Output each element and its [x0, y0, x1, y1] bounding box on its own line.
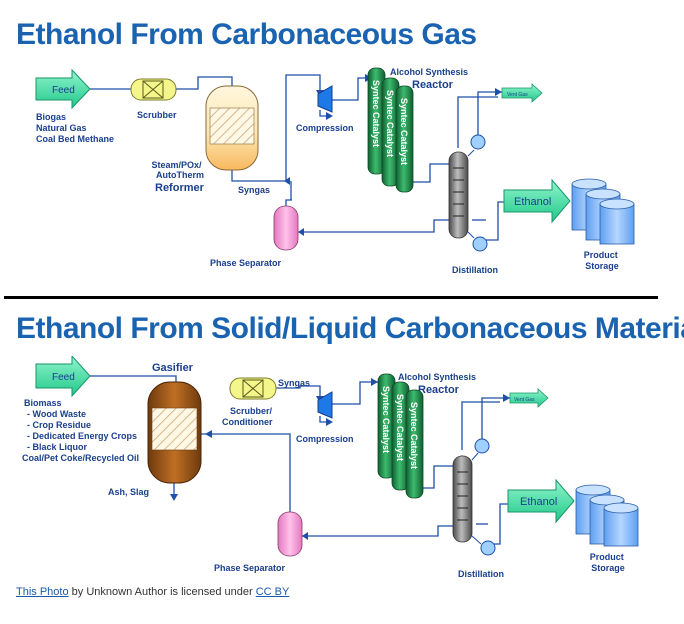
section2-title: Ethanol From Solid/Liquid Carbonaceous M…: [16, 312, 684, 345]
section1-title: Ethanol From Carbonaceous Gas: [16, 18, 477, 51]
phase-separator-vessel: [273, 205, 299, 251]
vent-gas-arrow: Vent Gas: [501, 83, 543, 103]
feed-source: - Dedicated Energy Crops: [27, 431, 137, 441]
feed-label: Feed: [52, 85, 75, 96]
scrubber-unit: [229, 377, 277, 400]
reformer-type-line: Steam/POx/: [151, 160, 202, 170]
compression-label: Compression: [296, 123, 354, 133]
alcohol-synthesis-label: Alcohol Synthesis: [390, 67, 468, 77]
distillation-column: [452, 438, 496, 556]
distillation-label: Distillation: [458, 569, 504, 579]
reformer-type-label: Steam/POx/ AutoTherm: [151, 160, 204, 180]
ash-slag-label: Ash, Slag: [108, 487, 149, 497]
reactor-catalyst-beds: Syntec Catalyst Syntec Catalyst Syntec C…: [377, 373, 424, 499]
reactor-label: Reactor: [412, 79, 454, 91]
ethanol-label: Ethanol: [520, 496, 557, 508]
vent-gas-label: Vent Gas: [507, 92, 528, 98]
scrubber-label: Scrubber: [137, 110, 177, 120]
product-storage-line: Storage: [585, 261, 619, 271]
phase-separator-label: Phase Separator: [210, 258, 282, 268]
credit-text: by Unknown Author is licensed under: [68, 586, 256, 598]
distillation-label: Distillation: [452, 265, 498, 275]
compressor-icon: [317, 85, 333, 113]
catalyst-label: Syntec Catalyst: [385, 90, 395, 157]
scrubber-label: Scrubber/ Conditioner: [222, 406, 275, 427]
reformer-label: Reformer: [155, 182, 205, 194]
reactor-catalyst-beds: Syntec Catalyst Syntec Catalyst Syntec C…: [367, 67, 414, 193]
feed-source-list: Biogas Natural Gas Coal Bed Methane: [36, 112, 114, 144]
vent-gas-label: Vent Gas: [514, 397, 535, 403]
product-storage-tanks: [571, 178, 635, 245]
scrubber-label-line: Conditioner: [222, 417, 273, 427]
vent-gas-arrow: Vent Gas: [509, 388, 549, 408]
license-link[interactable]: CC BY: [255, 586, 290, 598]
gas-process-diagram: Feed Biogas Natural Gas Coal Bed Methane: [35, 67, 635, 275]
product-storage-label: Product Storage: [590, 552, 627, 573]
syngas-label: Syngas: [278, 378, 310, 388]
feed-label: Feed: [52, 372, 75, 383]
catalyst-label: Syntec Catalyst: [395, 394, 405, 461]
photo-credit: This Photo by Unknown Author is licensed…: [16, 586, 289, 598]
catalyst-label: Syntec Catalyst: [371, 80, 381, 147]
gasifier-label: Gasifier: [152, 362, 194, 374]
catalyst-label: Syntec Catalyst: [381, 386, 391, 453]
flow-arrowheads: [170, 378, 510, 540]
product-storage-label: Product Storage: [584, 250, 621, 271]
product-storage-line: Storage: [591, 563, 625, 573]
feed-source: Coal/Pet Coke/Recycled Oil: [22, 453, 139, 463]
scrubber-unit: [130, 78, 177, 101]
feed-arrow: Feed: [35, 68, 91, 110]
syngas-label: Syngas: [238, 185, 270, 195]
gasifier-vessel: [147, 381, 202, 484]
ethanol-arrow: Ethanol: [503, 178, 571, 224]
reformer-type-line: AutoTherm: [156, 170, 204, 180]
phase-separator-label: Phase Separator: [214, 563, 286, 573]
alcohol-synthesis-label: Alcohol Synthesis: [398, 372, 476, 382]
ethanol-arrow: Ethanol: [507, 478, 575, 524]
feed-arrow: Feed: [35, 356, 91, 398]
feed-source: - Wood Waste: [27, 409, 86, 419]
scrubber-label-line: Scrubber/: [230, 406, 273, 416]
feed-source: - Black Liquor: [27, 442, 88, 452]
solid-liquid-process-diagram: Feed Gasifier Biomass - Wood Waste - Cro…: [22, 356, 639, 579]
photo-link[interactable]: This Photo: [16, 586, 69, 598]
product-storage-tanks: [575, 484, 639, 547]
catalyst-label: Syntec Catalyst: [399, 98, 409, 165]
catalyst-label: Syntec Catalyst: [409, 402, 419, 469]
product-storage-line: Product: [584, 250, 618, 260]
feed-source: - Crop Residue: [27, 420, 91, 430]
feed-source-list: Biomass - Wood Waste - Crop Residue - De…: [22, 398, 140, 463]
reformer-vessel: [205, 85, 259, 171]
feed-source: Biomass: [24, 398, 62, 408]
compression-label: Compression: [296, 434, 354, 444]
compressor-icon: [317, 391, 333, 419]
feed-source: Coal Bed Methane: [36, 134, 114, 144]
feed-source: Natural Gas: [36, 123, 87, 133]
reactor-label: Reactor: [418, 384, 460, 396]
product-storage-line: Product: [590, 552, 624, 562]
feed-source: Biogas: [36, 112, 66, 122]
section-divider: [4, 296, 658, 299]
distillation-column: [448, 134, 488, 252]
phase-separator-vessel: [277, 511, 303, 557]
ethanol-label: Ethanol: [514, 196, 551, 208]
